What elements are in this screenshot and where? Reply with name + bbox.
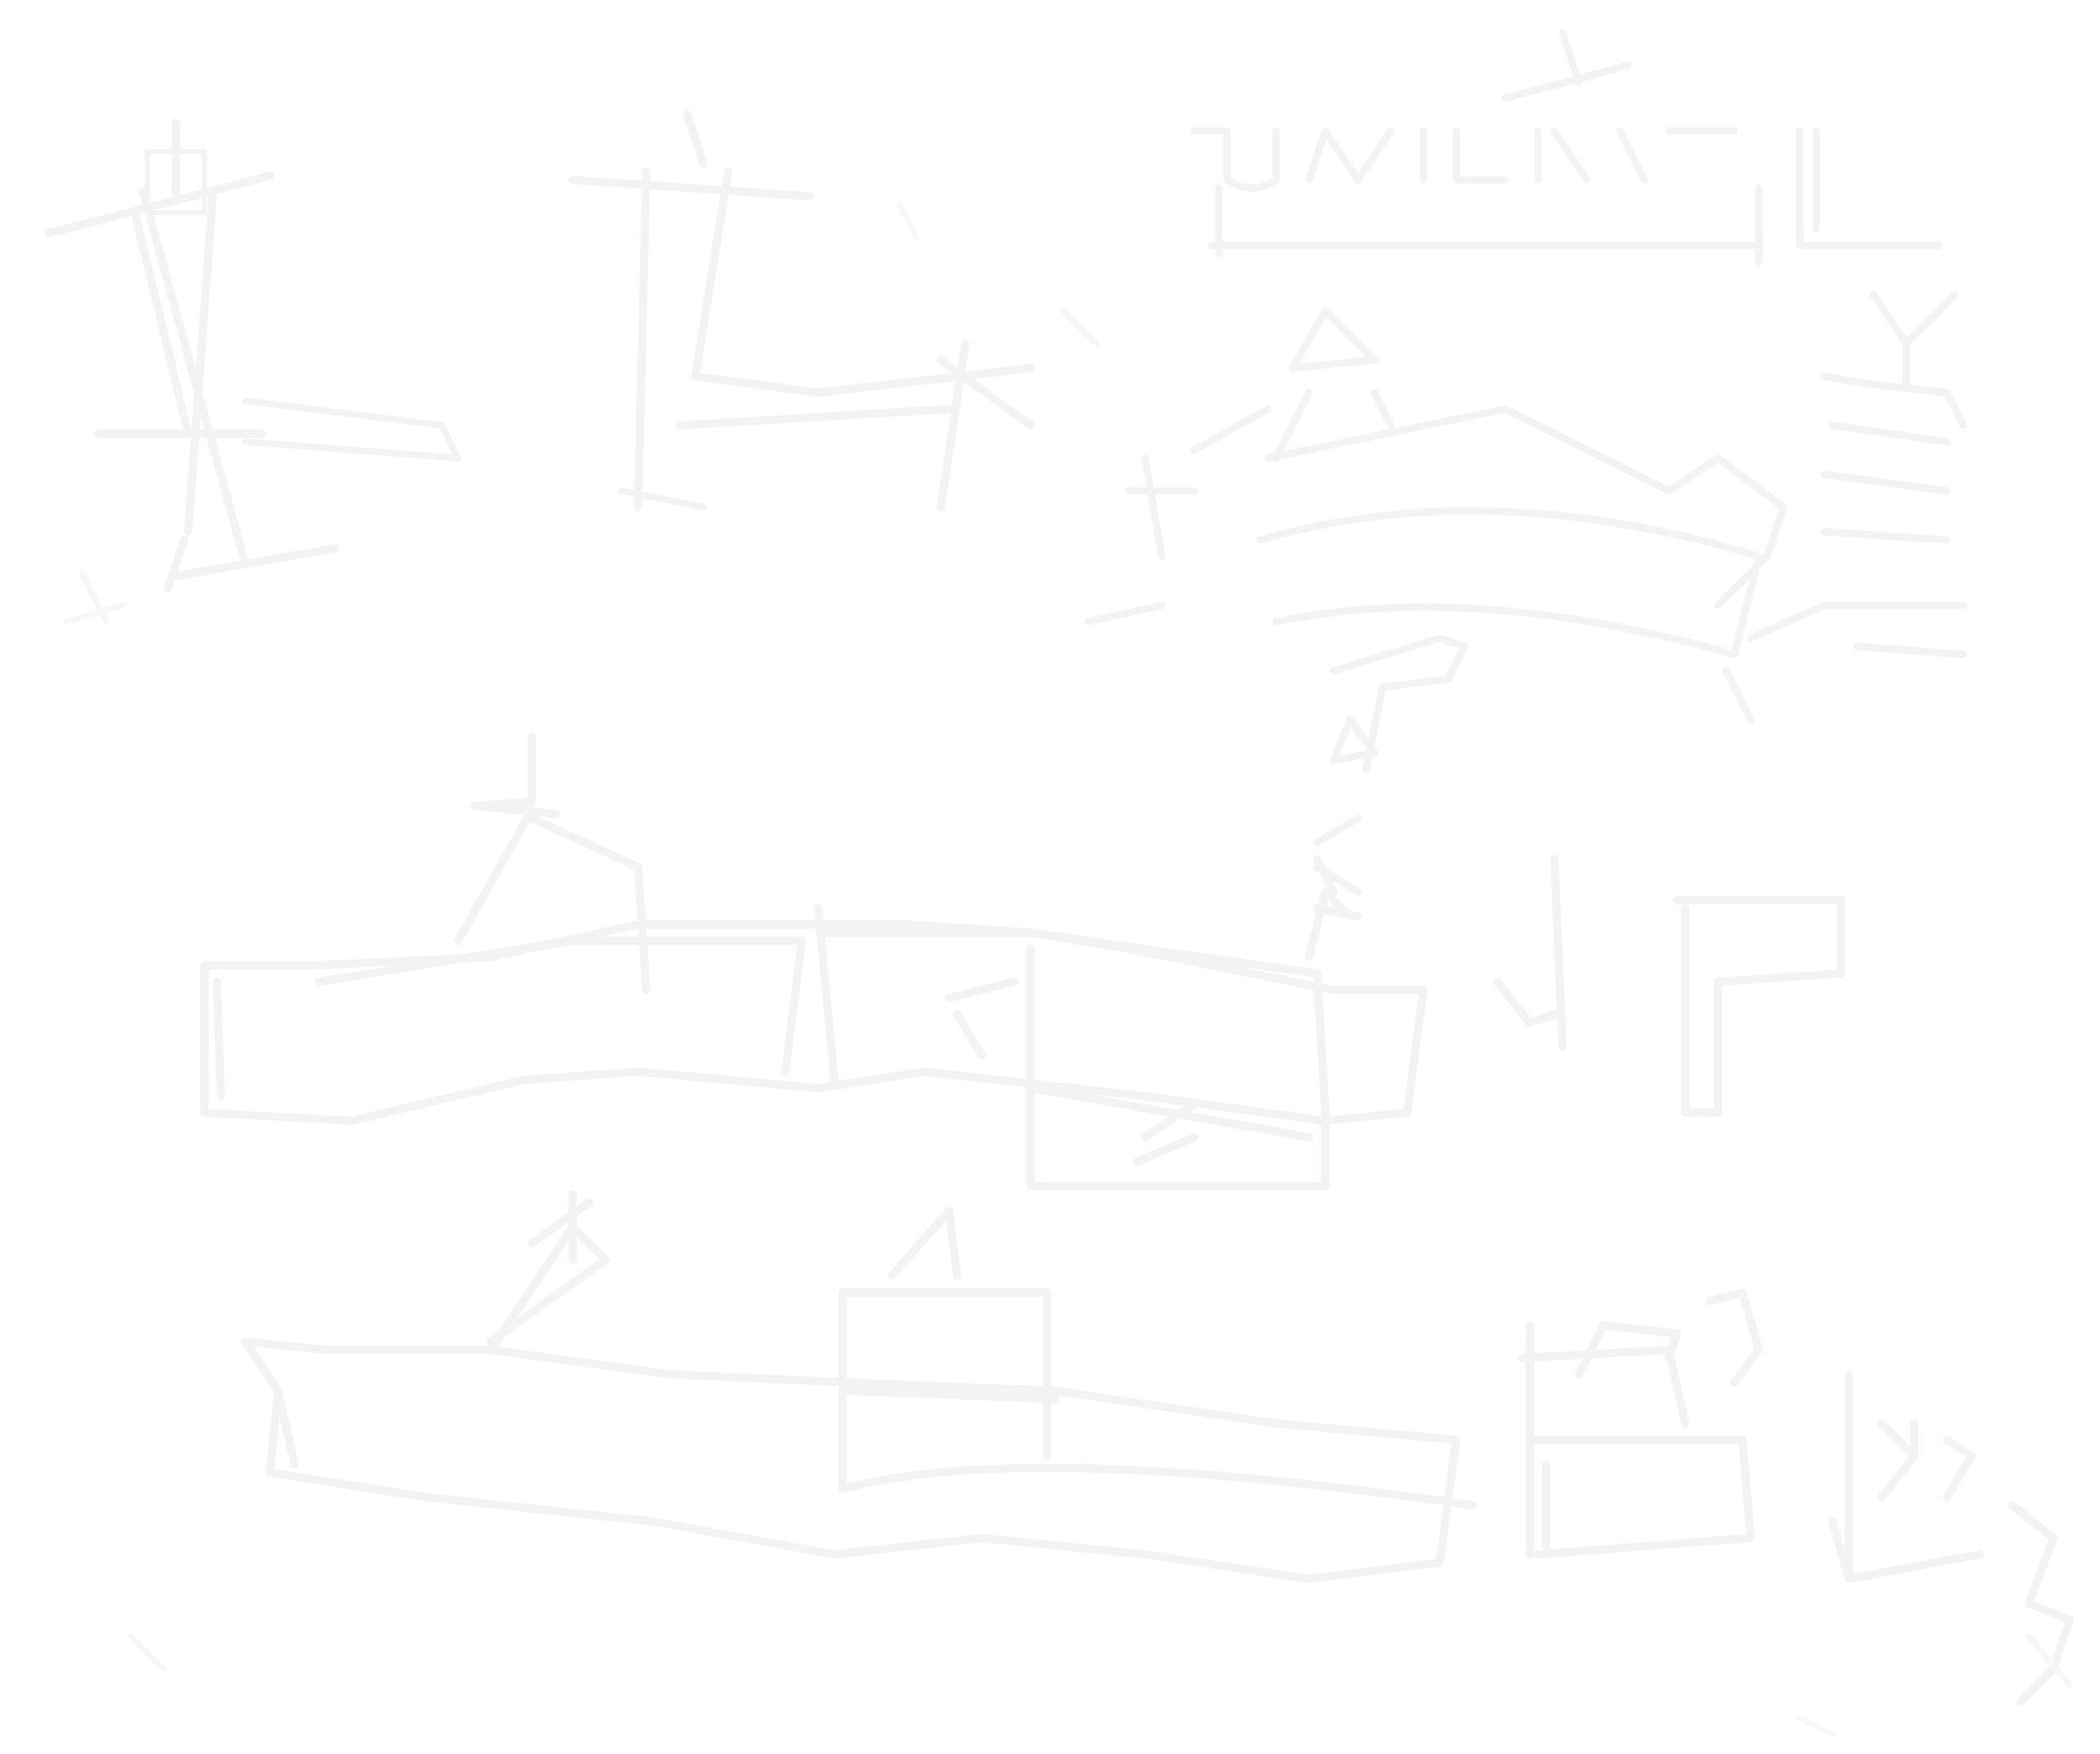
middle-wave-flag-sketch — [200, 732, 1845, 1190]
scattered-marks — [62, 201, 2073, 1738]
top-left-star-sketch — [45, 119, 461, 593]
second-star-sketch — [569, 110, 1035, 511]
lower-wave-flag-sketch — [241, 1190, 2074, 1706]
